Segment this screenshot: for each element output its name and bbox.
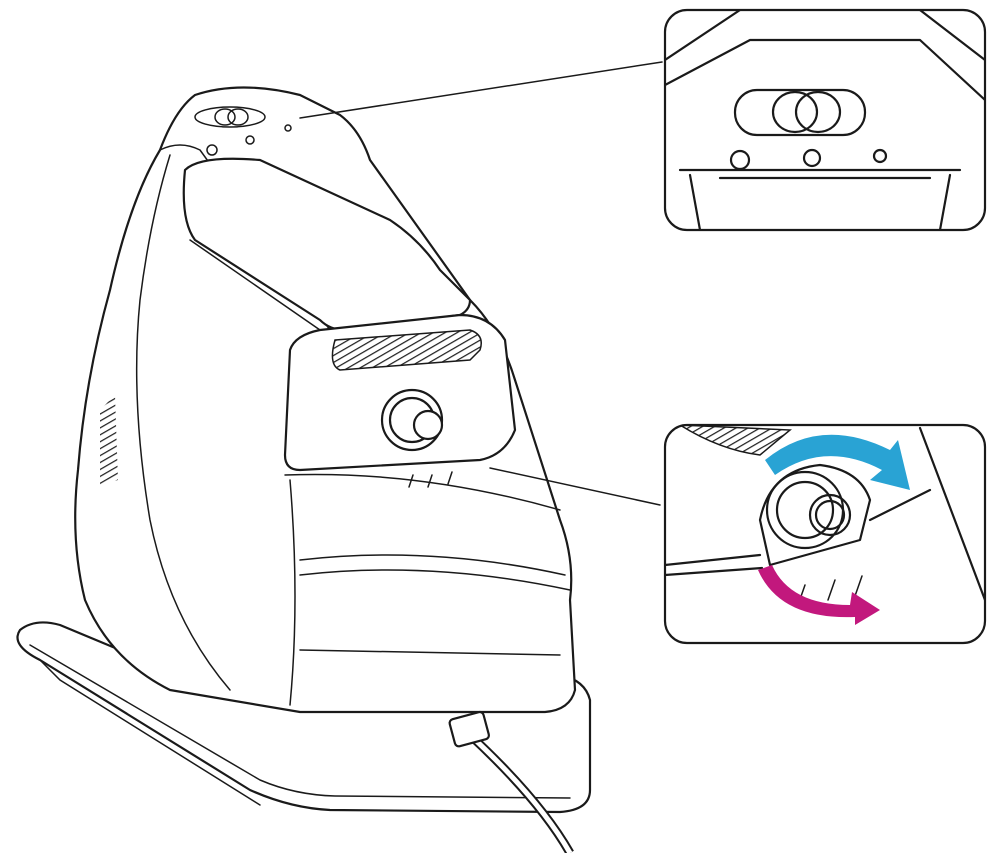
rotate-arrow-counter — [758, 565, 880, 625]
device-body — [74, 86, 577, 853]
rotate-arrow-clockwise — [765, 434, 910, 490]
inset-top-controls — [663, 8, 987, 232]
leader-line-knob — [489, 467, 661, 506]
inset-knob-rotation — [663, 423, 987, 645]
leader-line-top — [299, 61, 663, 119]
